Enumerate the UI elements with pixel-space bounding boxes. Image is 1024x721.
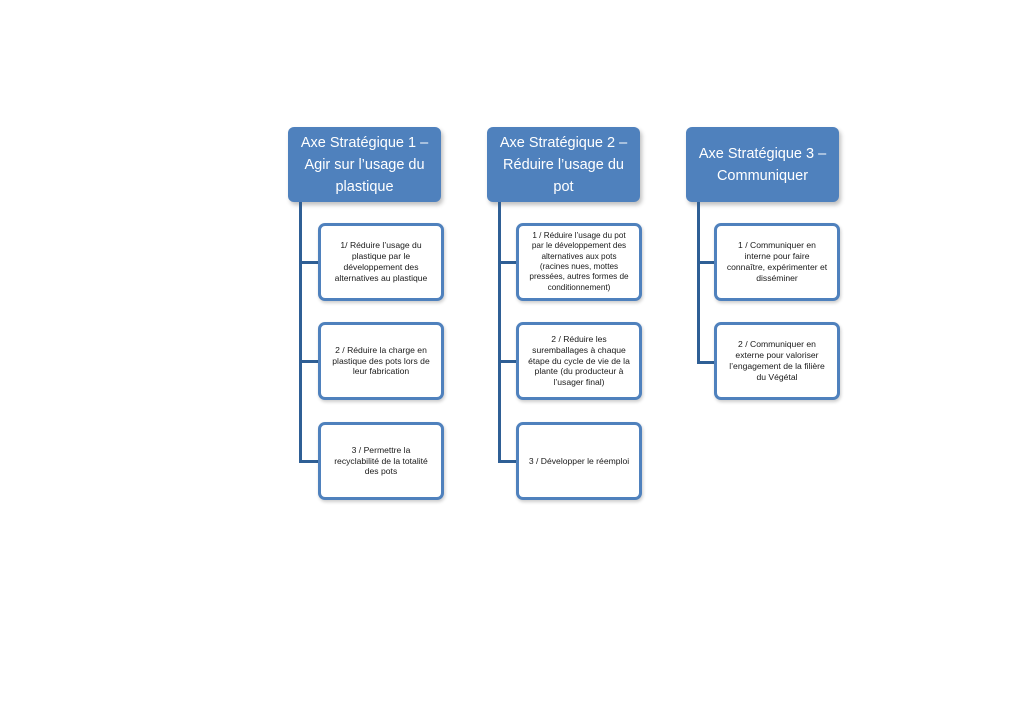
axis-1-branch-line-2 [299,360,318,363]
axis-2-title: Axe Stratégique 2 – Réduire l’usage du p… [499,134,628,195]
axis-2-item-3-text: 3 / Développer le réemploi [528,455,630,466]
axis-2-branch-line-1 [498,261,517,264]
axis-3-item-2: 2 / Communiquer en externe pour valorise… [714,322,840,400]
axis-3-item-1-text: 1 / Communiquer en interne pour faire co… [726,240,828,283]
axis-1-item-3-text: 3 / Permettre la recyclabilité de la tot… [334,444,428,477]
axis-1-item-1-text: 1/ Réduire l’usage du plastique par le d… [334,240,428,283]
axis-1-item-2: 2 / Réduire la charge en plastique des p… [318,322,444,400]
axis-3-branch-line-2 [697,361,716,364]
axis-1-header: Axe Stratégique 1 – Agir sur l’usage du … [288,127,441,202]
axis-1-title: Axe Stratégique 1 – Agir sur l’usage du … [300,134,429,195]
axis-2-trunk-line [498,202,501,463]
axis-3-header: Axe Stratégique 3 – Communiquer [686,127,839,202]
axis-3-branch-line-1 [697,261,716,264]
axis-3-trunk-line [697,202,700,364]
axis-1-branch-line-3 [299,460,318,463]
axis-2-branch-line-2 [498,360,517,363]
axis-3-title: Axe Stratégique 3 – Communiquer [698,145,827,184]
axis-2-item-2: 2 / Réduire les suremballages à chaque é… [516,322,642,400]
axis-2-item-1: 1 / Réduire l’usage du pot par le dévelo… [516,223,642,301]
axis-2-branch-line-3 [498,460,517,463]
axis-3-item-1: 1 / Communiquer en interne pour faire co… [714,223,840,301]
axis-1-item-3: 3 / Permettre la recyclabilité de la tot… [318,422,444,500]
axis-1-item-1: 1/ Réduire l’usage du plastique par le d… [318,223,444,301]
axis-1-trunk-line [299,202,302,463]
axis-2-header: Axe Stratégique 2 – Réduire l’usage du p… [487,127,640,202]
axis-2-item-1-text: 1 / Réduire l’usage du pot par le dévelo… [529,230,629,292]
axis-2-item-2-text: 2 / Réduire les suremballages à chaque é… [528,334,630,388]
axis-3-item-2-text: 2 / Communiquer en externe pour valorise… [729,339,825,382]
axis-1-branch-line-1 [299,261,318,264]
axis-1-item-2-text: 2 / Réduire la charge en plastique des p… [332,344,430,377]
axis-2-item-3: 3 / Développer le réemploi [516,422,642,500]
